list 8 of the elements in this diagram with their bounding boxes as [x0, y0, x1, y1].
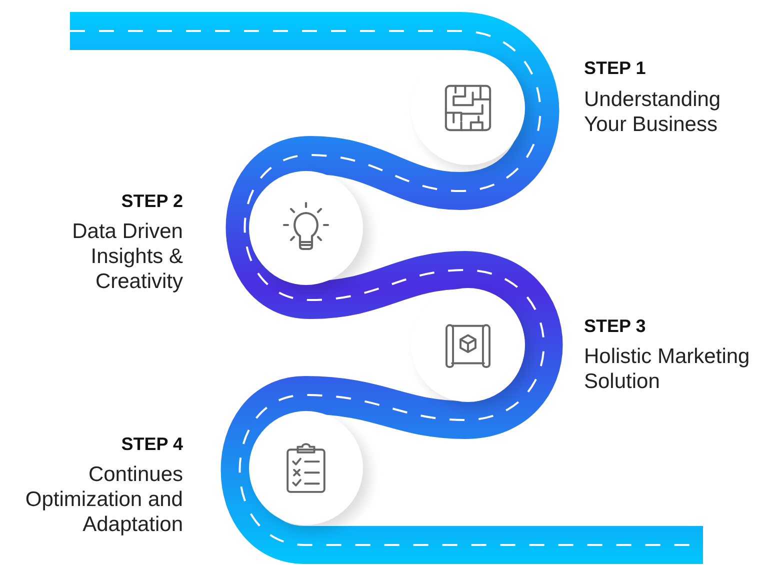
step-heading: STEP 4	[121, 433, 183, 455]
step-description: Holistic Marketing Solution	[584, 344, 751, 394]
step-description: Continues Optimization and Adaptation	[24, 462, 183, 537]
step-description: Data Driven Insights & Creativity	[71, 219, 183, 294]
step-heading: STEP 2	[121, 190, 183, 212]
step-heading: STEP 3	[584, 315, 646, 337]
step-description: Understanding Your Business	[584, 87, 722, 137]
step-heading: STEP 1	[584, 57, 646, 79]
